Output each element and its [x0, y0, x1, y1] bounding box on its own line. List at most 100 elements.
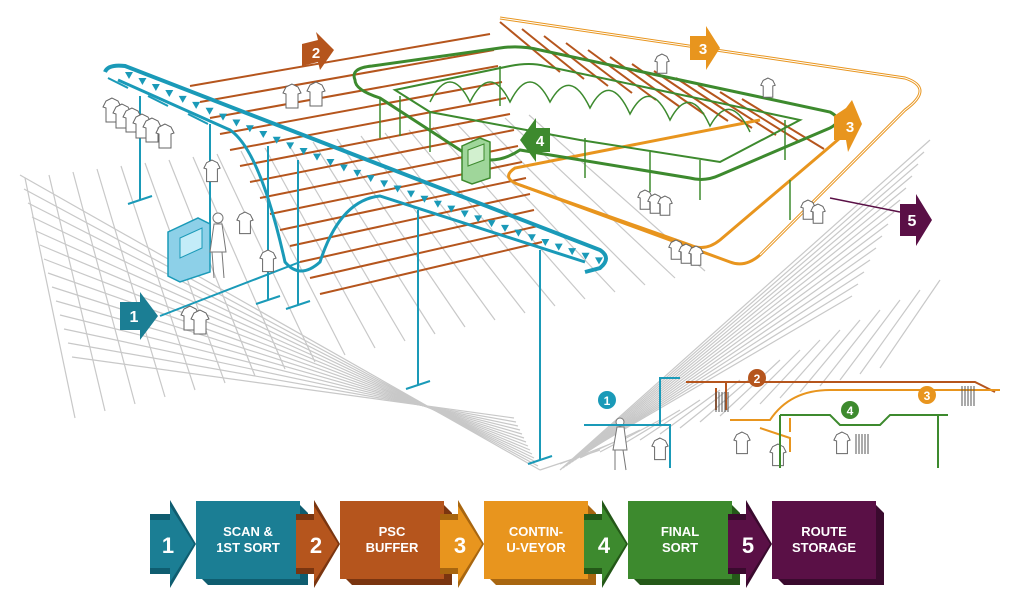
garment — [688, 245, 704, 266]
carrier — [138, 77, 147, 85]
floor-grid-line — [639, 399, 701, 441]
final-sort-loop — [352, 45, 839, 181]
flow-step-route-storage-line1: ROUTE — [801, 524, 847, 539]
floor-grid-line — [839, 299, 901, 381]
garment — [668, 239, 684, 260]
garment — [190, 309, 210, 335]
flow-arrow-3: 3 — [440, 500, 484, 588]
buffer-arrow-number: 2 — [312, 45, 320, 62]
floor-grid-line — [27, 202, 537, 463]
garment — [760, 77, 776, 98]
final-sort-supports — [379, 66, 791, 220]
floor-grid-line — [559, 139, 931, 471]
floor-grid-line — [595, 283, 859, 447]
garment — [306, 81, 326, 107]
flow-arrow-5: 5 — [728, 500, 772, 588]
floor-grid-line — [71, 356, 515, 419]
buffer-rail — [741, 98, 825, 150]
flow-arrow-1-number: 1 — [162, 533, 174, 558]
carrier — [527, 234, 536, 242]
floor-grid-line — [288, 144, 406, 342]
flow-arrow-2: 2 — [296, 500, 340, 588]
floor-grid-line — [264, 147, 376, 349]
flow-step-continuveyor: CONTIN- U-VEYOR — [484, 501, 596, 585]
flow-arrow-5-number: 5 — [742, 533, 754, 558]
buffer-rail — [199, 49, 495, 103]
garment — [282, 83, 302, 109]
garment — [657, 195, 673, 216]
garment — [833, 431, 851, 455]
carrier — [205, 107, 214, 115]
entry-arrow-number: 1 — [130, 309, 139, 326]
carrier — [245, 125, 254, 133]
final-sort-arrow-number: 4 — [536, 133, 545, 150]
flow-step-buffer: PSC BUFFER — [340, 501, 452, 585]
carrier — [178, 95, 187, 103]
floor-grid-line — [579, 429, 641, 459]
floor-grid-line — [312, 141, 436, 335]
carrier — [568, 248, 577, 256]
inset-marker-2: 2 — [748, 369, 766, 387]
buffer-rail — [189, 33, 491, 87]
inset-garment-racks — [715, 386, 975, 454]
floor-grid-line — [586, 247, 877, 453]
floor-grid-line — [240, 150, 346, 356]
carrier — [420, 195, 429, 203]
flow-step-final-sort-line2: SORT — [662, 540, 698, 555]
carrier — [581, 252, 590, 260]
carrier — [326, 159, 335, 167]
floor-grid-line — [72, 171, 136, 405]
buffer-rail — [249, 129, 515, 183]
entry-arrow-1: 1 — [120, 292, 158, 340]
floor-grid-line — [565, 163, 919, 467]
carrier — [554, 243, 563, 251]
flow-step-buffer-line1: PSC — [379, 524, 406, 539]
inset-marker-3-number: 3 — [924, 389, 931, 403]
carrier — [433, 200, 442, 208]
carrier — [501, 224, 509, 232]
carrier — [313, 153, 321, 161]
carrier — [151, 83, 160, 91]
floor-grid-line — [408, 129, 556, 307]
floor-grid-line — [67, 342, 517, 423]
floor-grid-line — [35, 230, 533, 455]
carrier — [393, 185, 402, 193]
buffer-rail — [239, 113, 511, 167]
support-foot — [527, 455, 553, 465]
scan-terminal — [167, 217, 211, 283]
floor-grid-line — [719, 359, 781, 417]
carrier — [487, 220, 496, 228]
carrier — [192, 101, 201, 109]
floor-grid-line — [574, 199, 901, 461]
carrier — [259, 131, 268, 139]
carrier — [299, 148, 308, 156]
exit-line — [829, 197, 901, 213]
floor-grid-line — [759, 339, 821, 405]
buffer-rail — [565, 42, 633, 94]
floor-grid-line — [589, 259, 871, 451]
floor-grid-line — [799, 319, 861, 393]
carrier — [407, 190, 415, 198]
floor-grid-line — [48, 174, 106, 412]
inset-marker-4-number: 4 — [847, 404, 854, 418]
flow-step-scan: SCAN & 1ST SORT — [196, 501, 308, 585]
carrier — [447, 205, 456, 213]
floor-grid-line — [879, 279, 941, 369]
floor-grid-line — [679, 379, 741, 429]
scan-conveyor — [103, 63, 608, 274]
floor-grid-line — [571, 187, 907, 463]
buffer-rail — [587, 49, 657, 101]
garment — [142, 117, 162, 143]
carrier — [272, 136, 281, 144]
floor-grid-line — [384, 132, 526, 314]
garment — [259, 249, 277, 273]
garment — [155, 123, 175, 149]
carrier — [339, 164, 348, 172]
scan-conveyor-carriers — [125, 72, 603, 265]
floor-grid-line — [39, 244, 531, 451]
floor-grid-line — [336, 138, 466, 328]
inset-operator-figure — [612, 417, 628, 471]
carrier — [165, 89, 174, 97]
continuveyor-arrow-3-side: 3 — [834, 100, 862, 152]
carrier — [286, 142, 295, 150]
